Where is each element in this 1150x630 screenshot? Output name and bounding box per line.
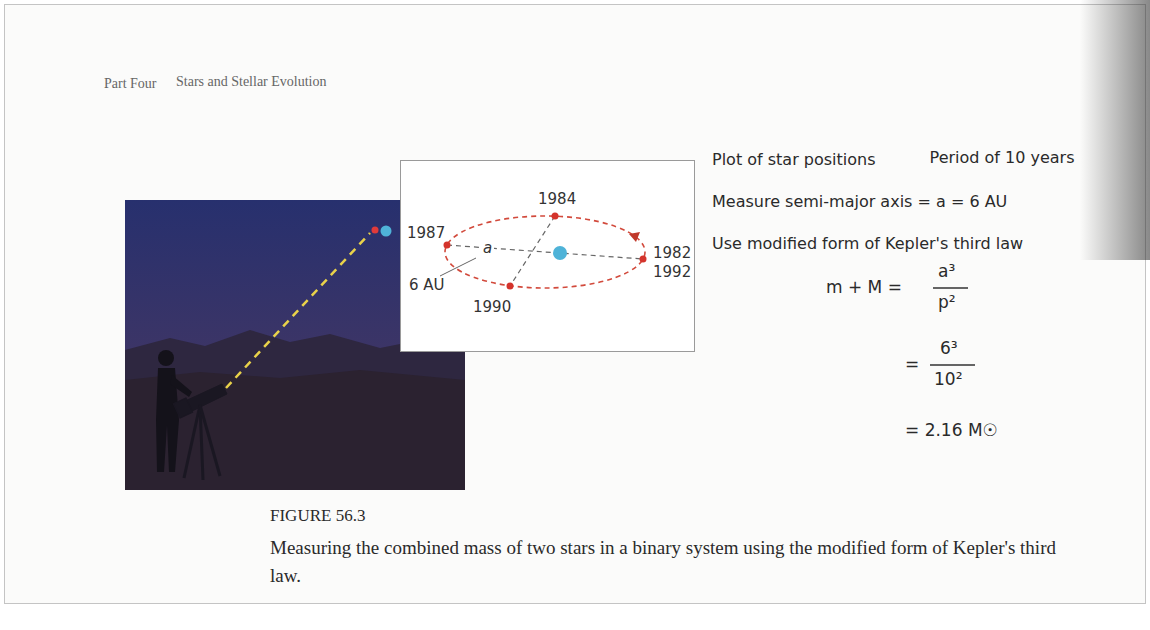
year-label: 1987 (407, 225, 445, 242)
equation-text: m + M = (826, 277, 902, 297)
figure-caption: Measuring the combined mass of two stars… (270, 534, 1070, 590)
axis-label: a (481, 240, 494, 257)
distance-label: 6 AU (409, 277, 445, 294)
page-shadow (1080, 0, 1150, 260)
equation-numerator: 6³ (940, 338, 958, 358)
equation-result: = 2.16 M☉ (905, 420, 998, 440)
running-head: Stars and Stellar Evolution (176, 74, 326, 90)
year-label: 1990 (473, 299, 511, 316)
running-head: Part Four (104, 76, 157, 92)
figure-number: FIGURE 56.3 (270, 506, 365, 526)
equation-denominator: 10² (934, 369, 962, 389)
equation-text: = (905, 354, 919, 374)
step-text: Use modified form of Kepler's third law (712, 234, 1023, 253)
equation-numerator: a³ (938, 261, 955, 281)
year-label: 1984 (538, 191, 576, 208)
step-text: Measure semi-major axis = a = 6 AU (712, 192, 1007, 211)
equation-denominator: p² (938, 292, 956, 312)
inset-panel: 1984 1987 a 1982 1992 6 AU 1990 (400, 160, 695, 352)
step-text: Period of 10 years (930, 148, 1075, 167)
year-label: 1992 (653, 264, 691, 281)
year-label: 1982 (653, 245, 691, 262)
step-text: Plot of star positions (712, 150, 876, 169)
